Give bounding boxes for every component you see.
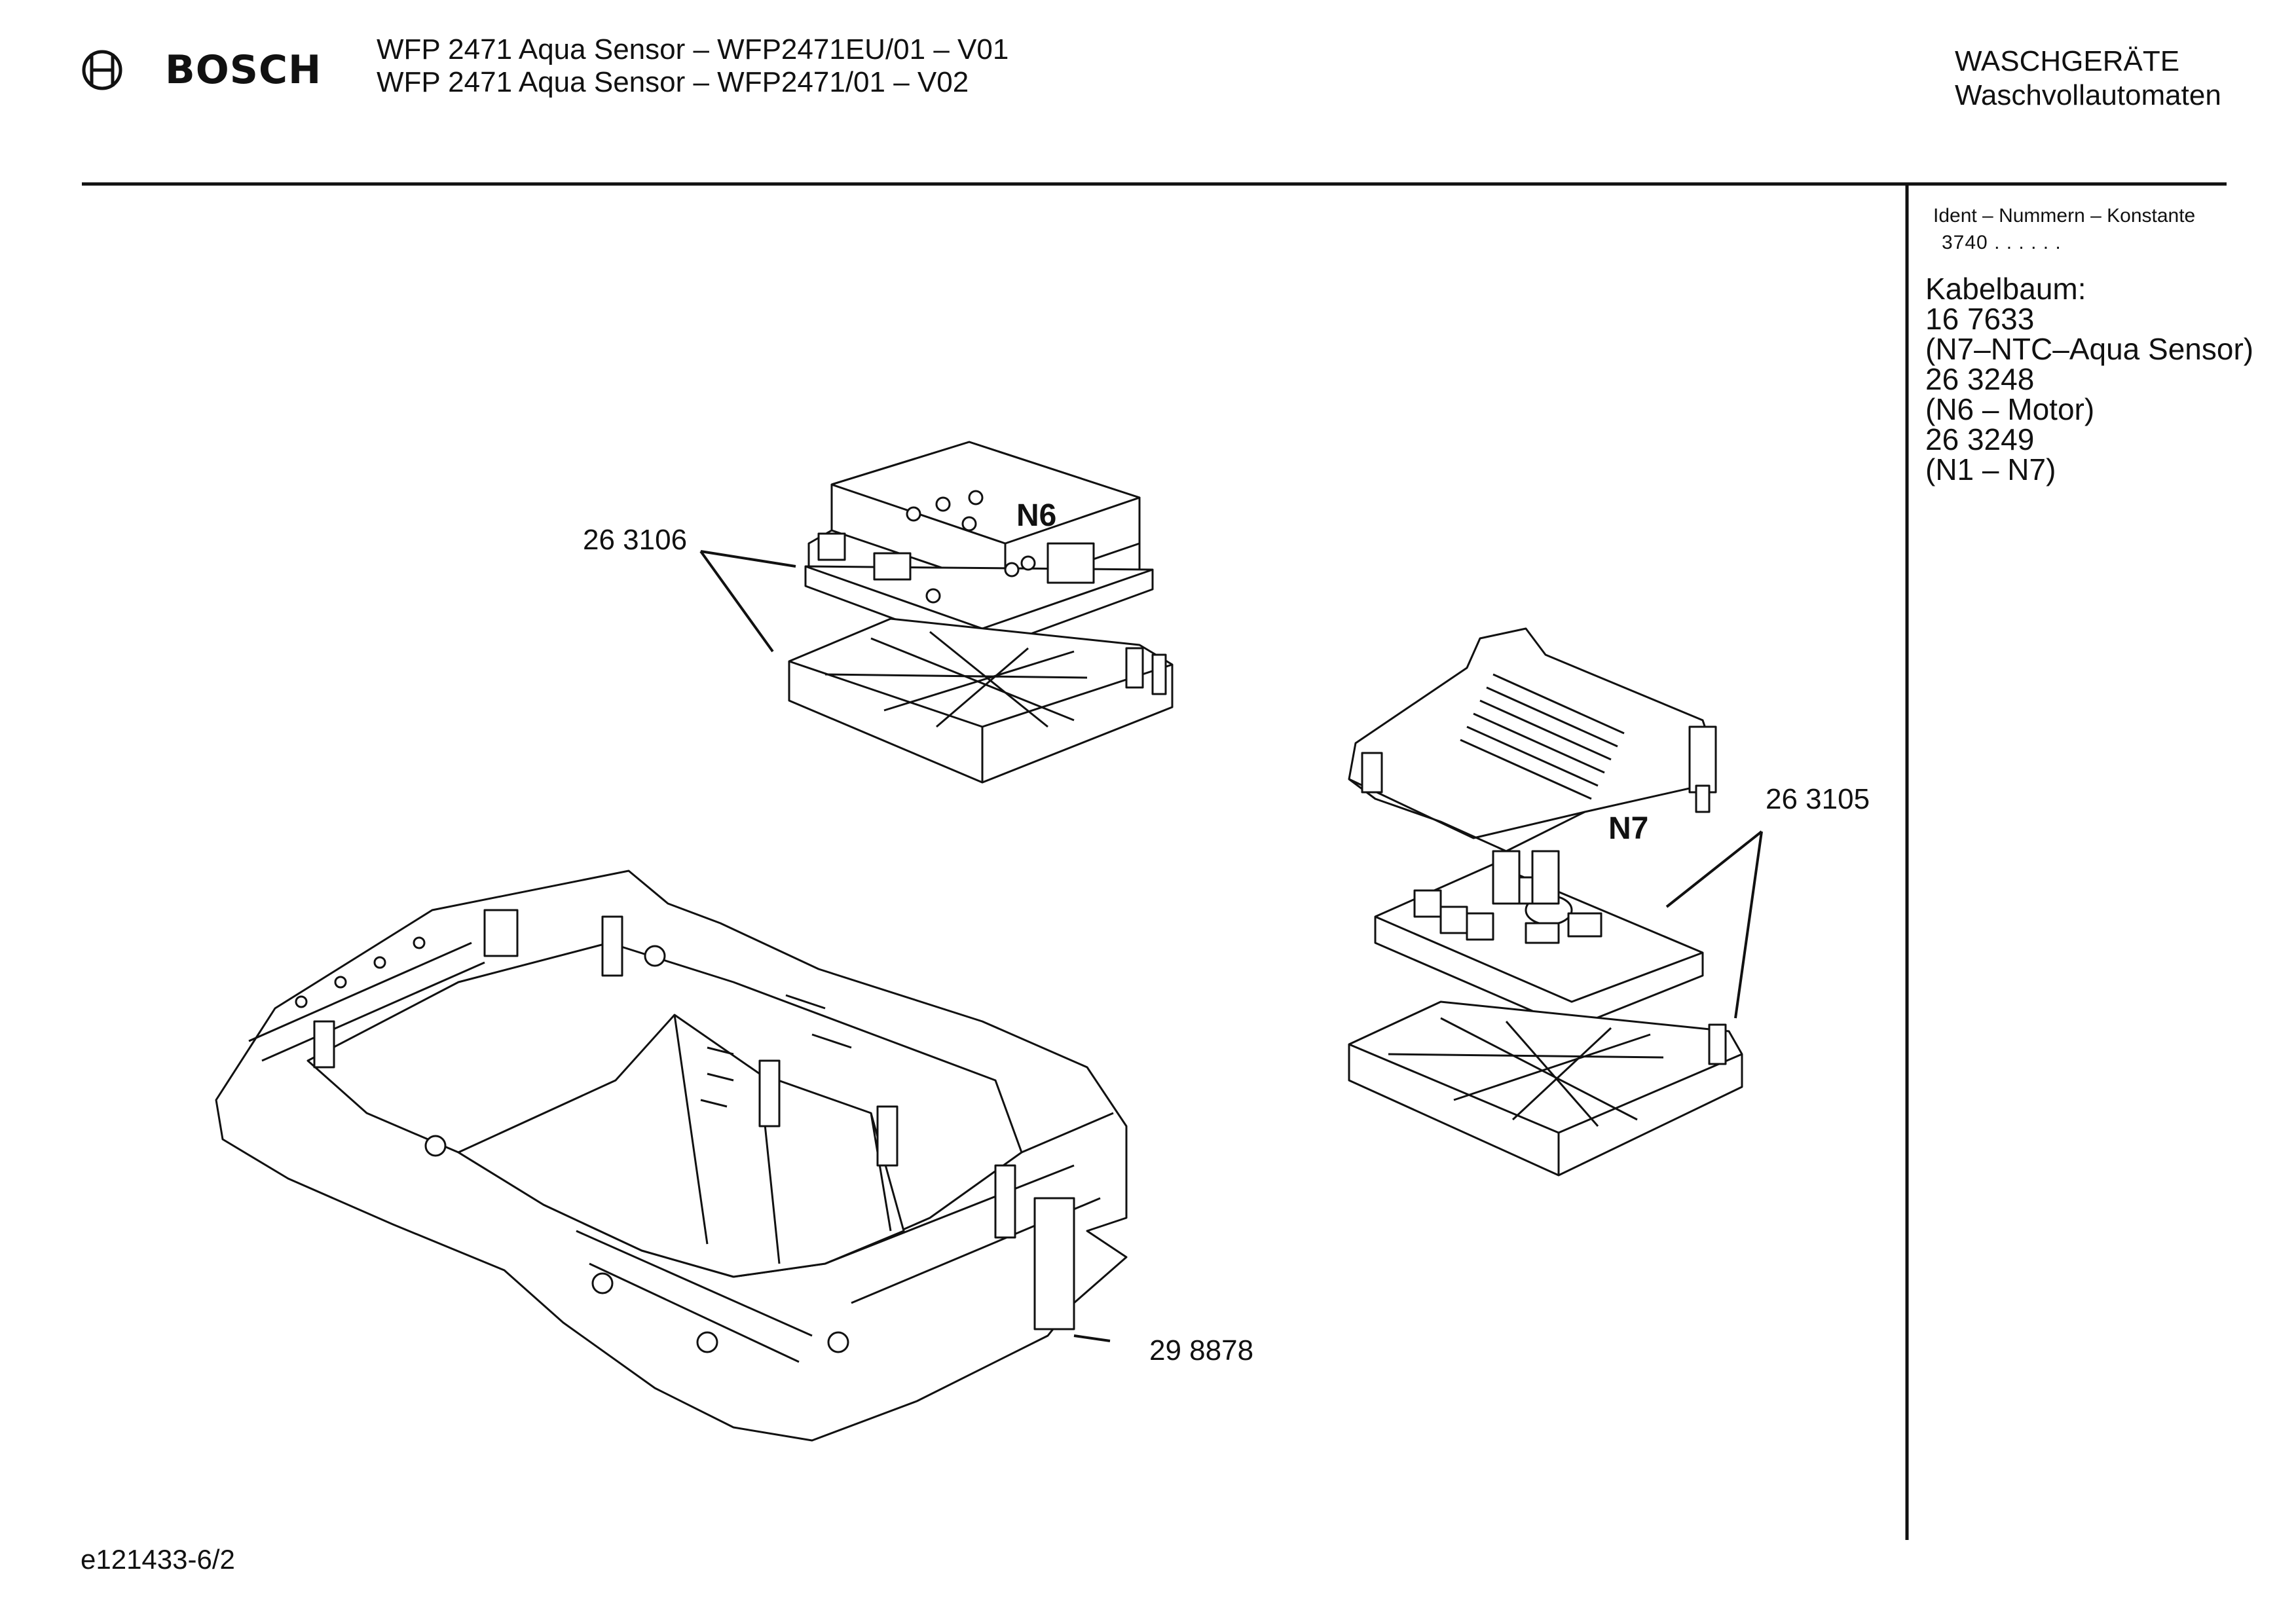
cable-line-2: (N7–NTC–Aqua Sensor) xyxy=(1925,332,2254,366)
cable-line-1: 16 7633 xyxy=(1925,302,2035,336)
module-label-n7: N7 xyxy=(1608,811,1649,846)
category-subtitle: Waschvollautomaten xyxy=(1955,79,2221,111)
bosch-logo-icon xyxy=(82,50,122,90)
module-n6-assembly xyxy=(788,441,1174,784)
cable-line-6: (N1 – N7) xyxy=(1925,452,2056,486)
ident-label: Ident – Nummern – Konstante xyxy=(1933,205,2196,227)
cable-line-5: 26 3249 xyxy=(1925,422,2035,456)
category-title: WASCHGERÄTE xyxy=(1955,45,2180,77)
module-n7-assembly xyxy=(1348,627,1743,1177)
module-label-n6: N6 xyxy=(1016,498,1057,533)
callout-line-298878 xyxy=(1073,1334,1111,1342)
callout-263106: 26 3106 xyxy=(583,524,688,556)
base-frame-assembly xyxy=(215,870,1128,1442)
brand-name: BOSCH xyxy=(165,47,322,93)
callout-line-263105-b xyxy=(1734,831,1763,1019)
cable-line-4: (N6 – Motor) xyxy=(1925,392,2095,426)
model-line-1: WFP 2471 Aqua Sensor – WFP2471EU/01 – V0… xyxy=(377,33,1009,65)
callout-298878: 29 8878 xyxy=(1149,1334,1254,1366)
callout-263105: 26 3105 xyxy=(1766,783,1870,815)
ident-value: 3740 . . . . . . xyxy=(1942,232,2062,253)
callout-line-263106-a xyxy=(700,550,796,568)
callout-line-263105-a xyxy=(1665,830,1763,908)
cable-line-3: 26 3248 xyxy=(1925,362,2035,396)
cable-line-0: Kabelbaum: xyxy=(1925,272,2086,306)
callout-line-263106-b xyxy=(699,550,774,653)
drawing-id: e121433-6/2 xyxy=(81,1544,235,1575)
model-line-2: WFP 2471 Aqua Sensor – WFP2471/01 – V02 xyxy=(377,66,969,98)
